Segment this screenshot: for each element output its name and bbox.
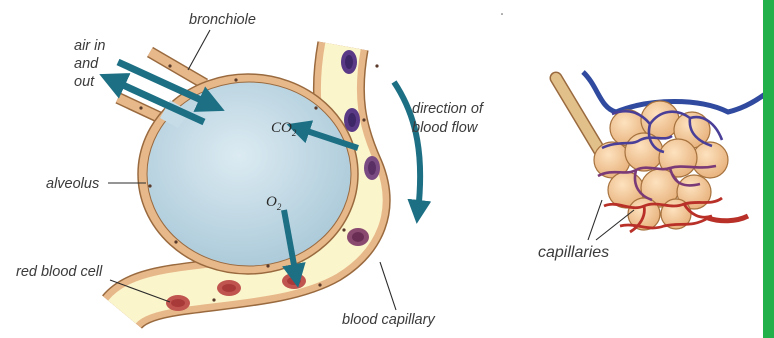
alveolus-diagram: bronchiole air in and out CO2 O2 directi… <box>16 12 485 328</box>
capillaries-leader-1 <box>588 200 602 240</box>
alveolus-label: alveolus <box>46 176 99 192</box>
pulmonary-artery <box>708 216 748 221</box>
blood-flow-label: blood flow <box>412 120 479 136</box>
alveolar-cluster-diagram: capillaries <box>538 72 768 261</box>
bronchiole-label: bronchiole <box>189 12 256 28</box>
red-blood-cell-label: red blood cell <box>16 264 103 280</box>
capillaries-label: capillaries <box>538 244 609 261</box>
out-label: out <box>74 74 95 90</box>
bronchiole-leader <box>188 30 210 70</box>
and-label: and <box>74 56 99 72</box>
accent-bar <box>763 0 774 338</box>
blood-capillary-leader <box>380 262 396 310</box>
direction-of-label: direction of <box>412 101 485 117</box>
pulmonary-vein <box>583 72 768 112</box>
image-speck <box>501 13 503 15</box>
blood-capillary-label: blood capillary <box>342 312 435 328</box>
air-in-label: air in <box>74 38 105 54</box>
